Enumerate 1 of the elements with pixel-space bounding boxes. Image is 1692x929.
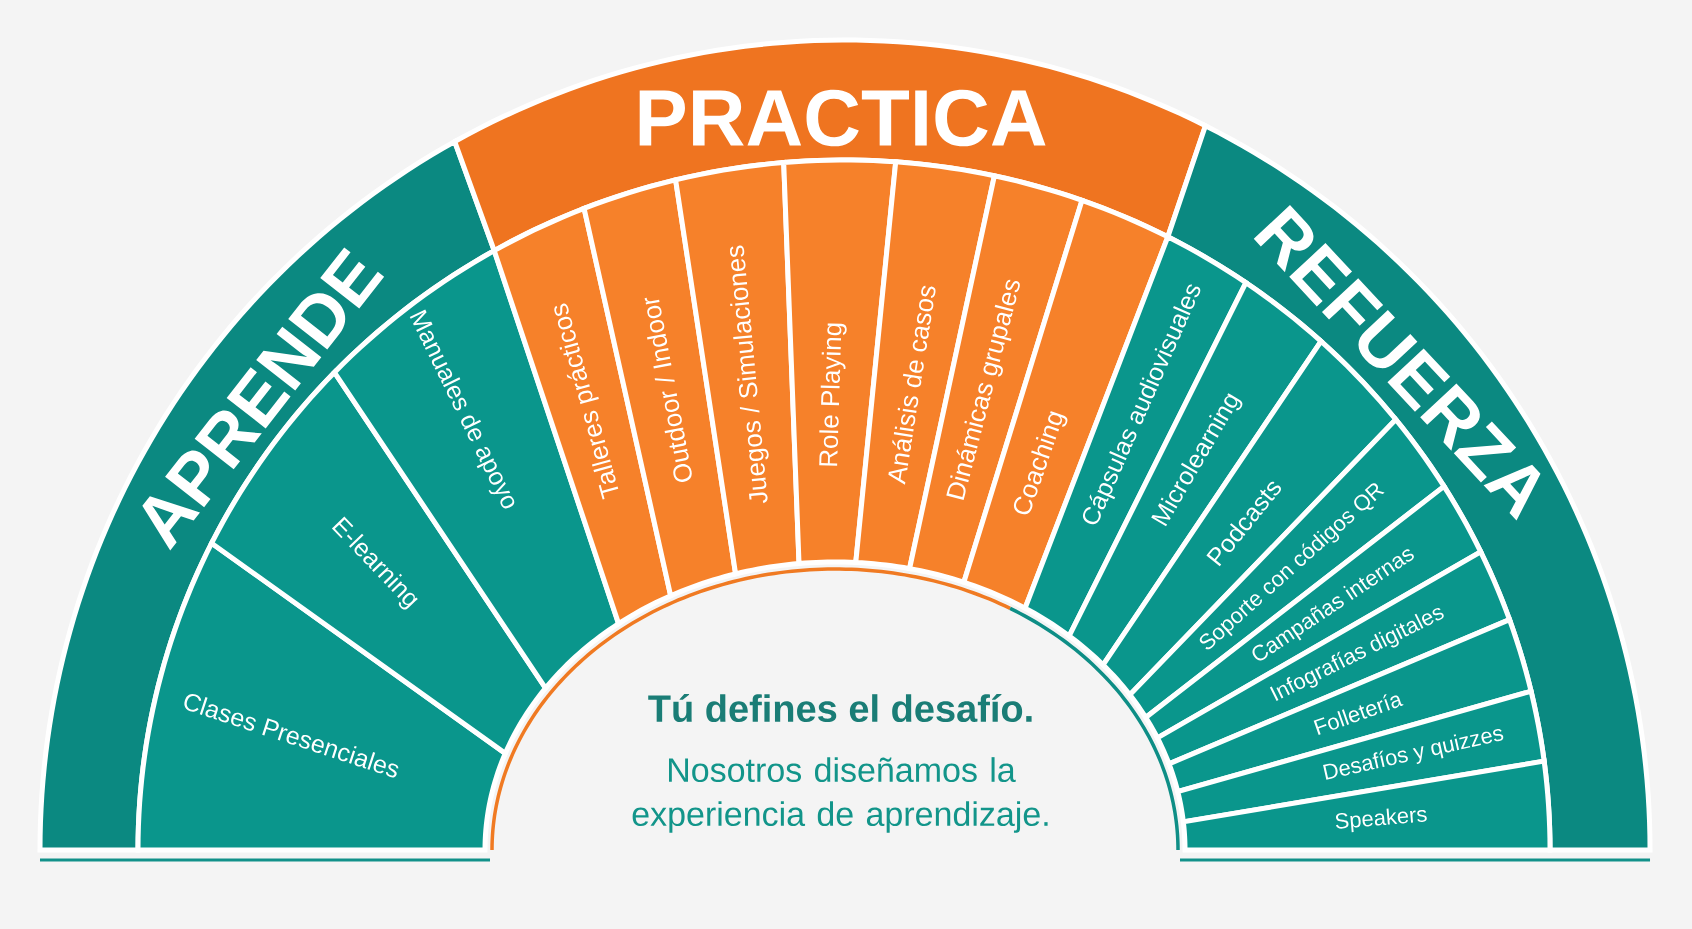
center-panel: Tú defines el desafío. Nosotros diseñamos la experiencia de aprendizaje.	[490, 567, 1180, 851]
